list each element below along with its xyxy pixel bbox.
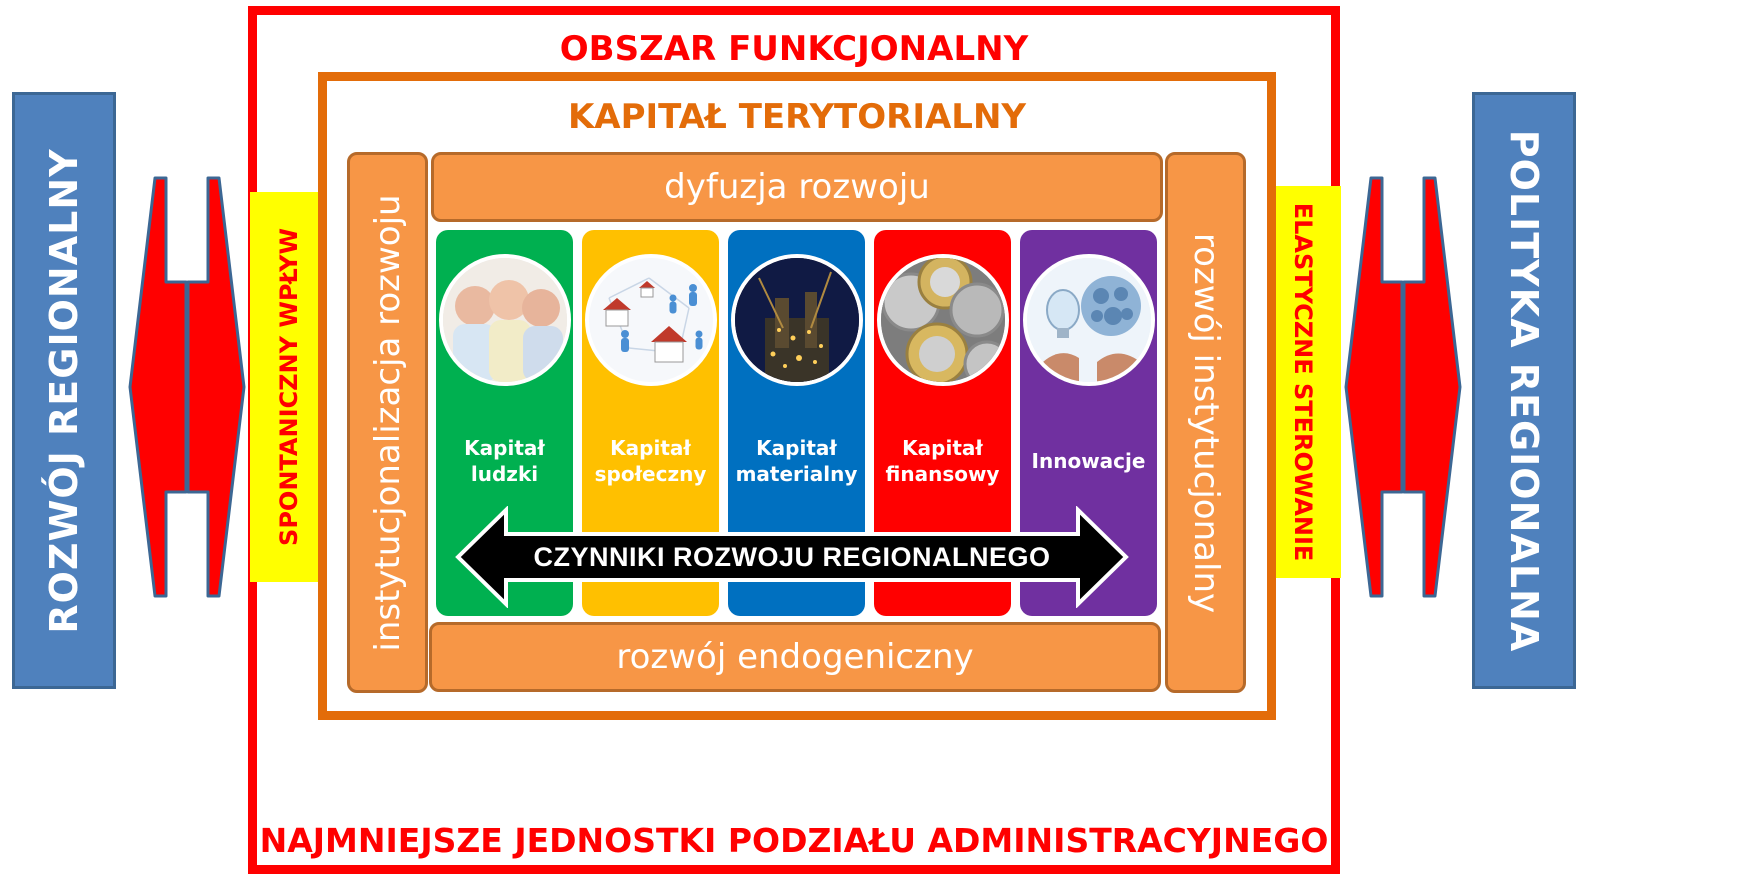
development-diffusion-text: dyfuzja rozwoju xyxy=(664,167,930,207)
spontaneous-influence-text: SPONTANICZNY WPŁYW xyxy=(274,228,303,546)
social-capital-line2: społeczny xyxy=(594,462,707,486)
functional-area-title: OBSZAR FUNKCJONALNY xyxy=(559,29,1029,69)
material-capital-line1: Kapitał xyxy=(756,436,837,460)
endogenous-development-bar: rozwój endogeniczny xyxy=(429,622,1161,692)
institutional-development-bar: rozwój instytucjonalny xyxy=(1165,152,1246,693)
babies-image xyxy=(438,254,571,386)
lightbulb-gears-image xyxy=(1022,254,1155,386)
development-factors-text: CZYNNIKI ROZWOJU REGIONALNEGO xyxy=(533,541,1051,572)
social-capital-label: Kapitał społeczny xyxy=(582,435,719,487)
administrative-units-footer: NAJMNIEJSZE JEDNOSTKI PODZIAŁU ADMINISTR… xyxy=(259,821,1329,860)
financial-capital-line1: Kapitał xyxy=(902,436,983,460)
institutional-development-text: rozwój instytucjonalny xyxy=(1185,232,1226,613)
right-banner-label: POLITYKA REGIONALNA xyxy=(1502,129,1546,652)
left-arrow-left-half xyxy=(128,176,188,598)
human-capital-label: Kapitał ludzki xyxy=(436,435,573,487)
endogenous-development-text: rozwój endogeniczny xyxy=(616,637,974,677)
territorial-capital-title: KAPITAŁ TERYTORIALNY xyxy=(567,97,1027,137)
industrial-plant-image xyxy=(730,254,863,386)
left-double-arrow xyxy=(128,176,246,598)
innovation-label: Innowacje xyxy=(1020,448,1157,474)
financial-capital-column: Kapitał finansowy xyxy=(874,230,1011,616)
social-capital-line1: Kapitał xyxy=(610,436,691,460)
left-side-banner: ROZWÓJ REGIONALNY xyxy=(12,92,116,689)
institutionalization-text: instytucjonalizacja rozwoju xyxy=(367,193,408,652)
left-banner-label: ROZWÓJ REGIONALNY xyxy=(42,147,86,634)
financial-capital-label: Kapitał finansowy xyxy=(874,435,1011,487)
right-side-banner: POLITYKA REGIONALNA xyxy=(1472,92,1576,689)
spontaneous-influence-label: SPONTANICZNY WPŁYW xyxy=(250,192,327,582)
flexible-steering-text: ELASTYCZNE STEROWANIE xyxy=(1288,202,1317,562)
material-capital-line2: materialny xyxy=(735,462,858,486)
financial-capital-line2: finansowy xyxy=(885,462,1000,486)
right-double-arrow xyxy=(1344,176,1462,598)
human-capital-column: Kapitał ludzki xyxy=(436,230,573,616)
development-factors-arrow-shape xyxy=(455,506,1129,608)
human-capital-line2: ludzki xyxy=(470,462,539,486)
flexible-steering-label: ELASTYCZNE STEROWANIE xyxy=(1264,186,1341,578)
development-diffusion-bar: dyfuzja rozwoju xyxy=(431,152,1163,222)
coins-image xyxy=(876,254,1009,386)
institutionalization-bar: instytucjonalizacja rozwoju xyxy=(347,152,428,693)
houses-network-image xyxy=(584,254,717,386)
right-arrow-right-half xyxy=(1402,176,1462,598)
right-arrow-left-half xyxy=(1344,176,1404,598)
left-arrow-right-half xyxy=(186,176,246,598)
development-factors-arrow: CZYNNIKI ROZWOJU REGIONALNEGO xyxy=(454,506,1130,608)
innovation-line1: Innowacje xyxy=(1031,449,1146,473)
human-capital-line1: Kapitał xyxy=(464,436,545,460)
material-capital-label: Kapitał materialny xyxy=(728,435,865,487)
